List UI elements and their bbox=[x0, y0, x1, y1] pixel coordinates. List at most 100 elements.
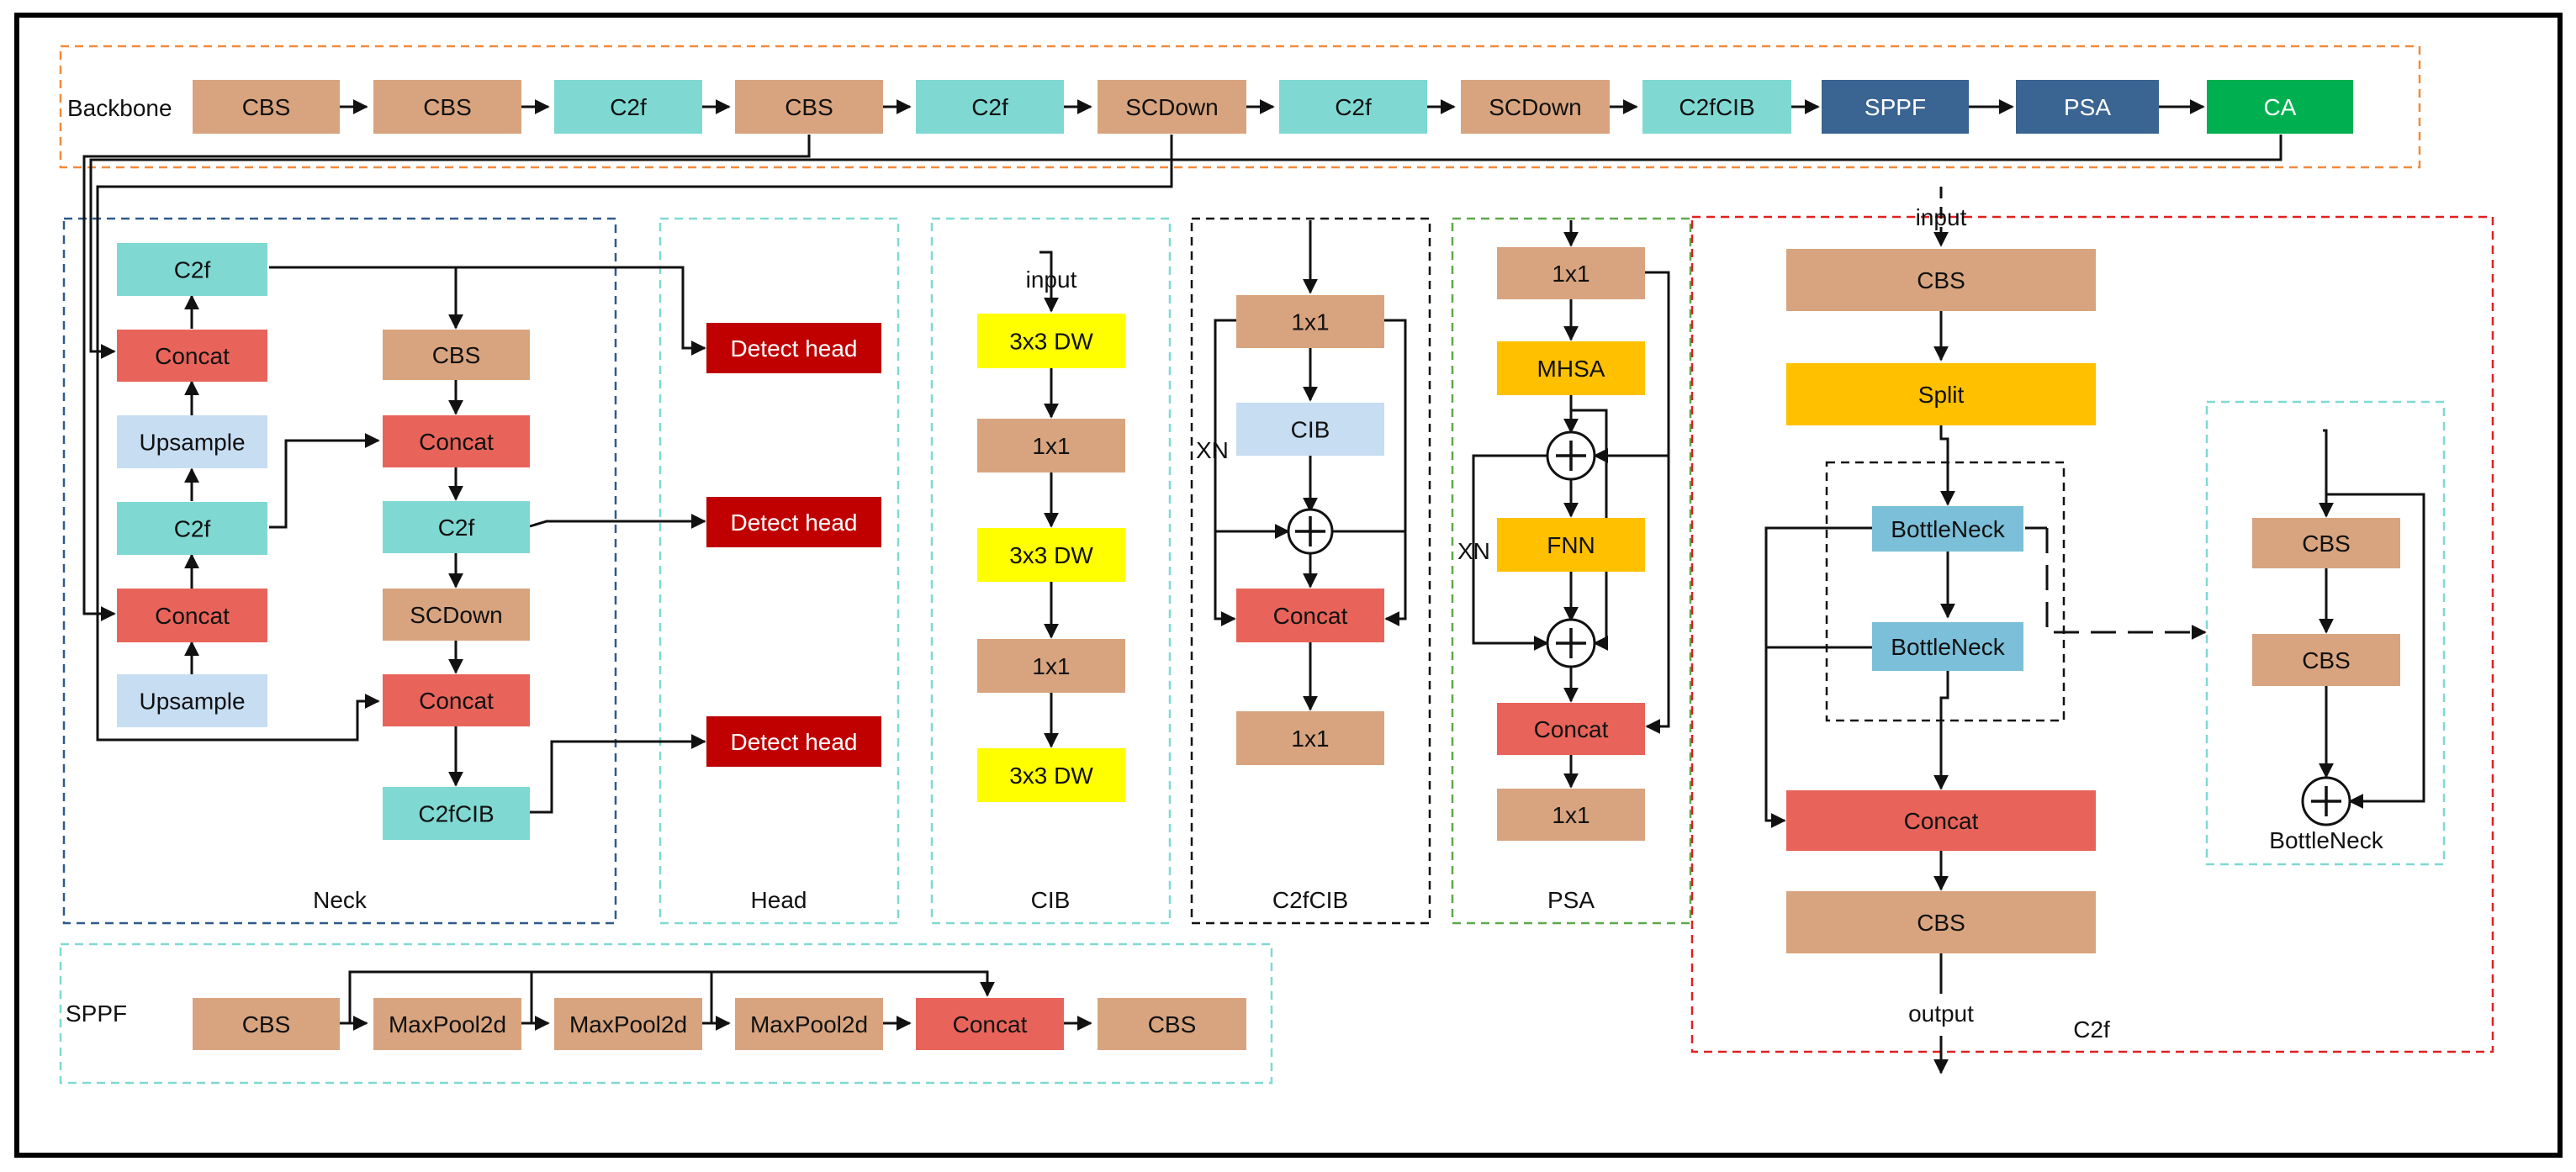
block-label: Detect head bbox=[731, 509, 858, 536]
block-label: 1x1 bbox=[1032, 653, 1070, 679]
block-fill bbox=[706, 716, 881, 767]
c2fcib-label: C2fCIB bbox=[1272, 887, 1348, 913]
block-label: C2f bbox=[174, 257, 211, 283]
block-n-up1: Upsample bbox=[117, 415, 267, 468]
sum-nodes bbox=[1287, 430, 2351, 826]
block-label: Concat bbox=[953, 1011, 1028, 1037]
block-label: SCDown bbox=[1489, 94, 1581, 120]
plus-icon bbox=[2301, 776, 2351, 826]
block-cib5: 3x3 DW bbox=[977, 748, 1125, 802]
block-bb9: C2fCIB bbox=[1642, 80, 1791, 134]
block-label: Concat bbox=[1904, 808, 1979, 834]
c2f-label: C2f bbox=[2073, 1016, 2110, 1043]
block-label: SCDown bbox=[1125, 94, 1218, 120]
block-fill bbox=[1236, 589, 1384, 642]
block-label: Upsample bbox=[139, 689, 245, 715]
block-bb1: CBS bbox=[193, 80, 340, 134]
connections bbox=[82, 99, 2425, 1074]
block-fill bbox=[554, 998, 702, 1050]
c2fcib-region bbox=[1190, 217, 1431, 925]
block-bb3: C2f bbox=[554, 80, 702, 134]
block-bb12: CA bbox=[2207, 80, 2353, 134]
block-fill bbox=[977, 314, 1125, 368]
bottleneck-group bbox=[1825, 461, 2066, 722]
block-label: Upsample bbox=[139, 430, 245, 456]
block-label: Detect head bbox=[731, 729, 858, 755]
block-fill bbox=[117, 674, 267, 727]
block-label: CBS bbox=[1917, 910, 1965, 936]
block-cc2: 1x1 bbox=[1236, 711, 1384, 765]
block-fill bbox=[117, 415, 267, 468]
block-n-concat2: Concat bbox=[117, 589, 267, 642]
block-label: Concat bbox=[1273, 603, 1348, 629]
block-label: C2f bbox=[1335, 94, 1372, 120]
block-fill bbox=[1642, 80, 1791, 134]
block-label: PSA bbox=[2064, 94, 2111, 120]
block-c2f-bn1: BottleNeck bbox=[1872, 506, 2023, 552]
block-label: CA bbox=[2264, 94, 2297, 120]
block-fill bbox=[1236, 711, 1384, 765]
block-fill bbox=[117, 330, 267, 382]
block-fill bbox=[1497, 703, 1645, 755]
block-fill bbox=[117, 589, 267, 642]
block-label: CBS bbox=[242, 94, 291, 120]
block-fill bbox=[2207, 80, 2353, 134]
block-fill bbox=[706, 323, 881, 373]
block-fill bbox=[2252, 518, 2400, 568]
block-label: MHSA bbox=[1537, 356, 1605, 382]
sppf-region bbox=[59, 942, 1273, 1085]
block-bb8: SCDown bbox=[1461, 80, 1610, 134]
block-n-cbs: CBS bbox=[383, 330, 530, 380]
block-fill bbox=[1497, 341, 1645, 395]
block-c2f-concat: Concat bbox=[1786, 790, 2096, 851]
block-label: Concat bbox=[155, 603, 230, 629]
block-s4: MaxPool2d bbox=[735, 998, 883, 1050]
block-n-concat3: Concat bbox=[383, 415, 530, 467]
block-s1: CBS bbox=[193, 998, 340, 1050]
block-cib1: 3x3 DW bbox=[977, 314, 1125, 368]
block-label: CBS bbox=[432, 342, 481, 368]
block-cib2: 1x1 bbox=[977, 419, 1125, 472]
block-fill bbox=[1497, 247, 1645, 299]
block-fill bbox=[1098, 998, 1246, 1050]
psa-label: PSA bbox=[1547, 887, 1595, 913]
block-fill bbox=[1098, 80, 1246, 134]
block-n-c2f-mid: C2f bbox=[117, 502, 267, 555]
block-fill bbox=[977, 419, 1125, 472]
block-label: 1x1 bbox=[1552, 802, 1590, 828]
block-label: MaxPool2d bbox=[389, 1011, 506, 1037]
block-s5: Concat bbox=[916, 998, 1064, 1050]
block-fill bbox=[1786, 891, 2096, 953]
block-fill bbox=[735, 80, 883, 134]
block-label: BottleNeck bbox=[1891, 516, 2005, 542]
block-fill bbox=[193, 998, 340, 1050]
block-label: Concat bbox=[1534, 716, 1609, 742]
block-fill bbox=[977, 639, 1125, 693]
block-label: CBS bbox=[1148, 1011, 1197, 1037]
block-n-c2f-r: C2f bbox=[383, 501, 530, 553]
block-fill bbox=[554, 80, 702, 134]
block-fill bbox=[916, 998, 1064, 1050]
block-label: CBS bbox=[2302, 531, 2351, 557]
block-psa-concat: Concat bbox=[1497, 703, 1645, 755]
block-h3: Detect head bbox=[706, 716, 881, 767]
block-n-c2f-top: C2f bbox=[117, 243, 267, 296]
block-fill bbox=[1497, 518, 1645, 572]
block-c2f-cbs2: CBS bbox=[1786, 891, 2096, 953]
block-label: 3x3 DW bbox=[1009, 542, 1093, 568]
block-fill bbox=[373, 80, 521, 134]
block-fill bbox=[706, 497, 881, 547]
block-fill bbox=[1497, 789, 1645, 841]
block-n-scdown: SCDown bbox=[383, 589, 530, 641]
block-label: 1x1 bbox=[1291, 726, 1329, 752]
backbone-region bbox=[59, 45, 2421, 169]
block-label: MaxPool2d bbox=[750, 1011, 868, 1037]
block-fill bbox=[1461, 80, 1610, 134]
block-fill bbox=[1822, 80, 1969, 134]
head-region bbox=[659, 217, 900, 925]
block-fill bbox=[977, 748, 1125, 802]
outer-frame bbox=[14, 13, 2563, 1158]
block-h1: Detect head bbox=[706, 323, 881, 373]
block-s2: MaxPool2d bbox=[373, 998, 521, 1050]
